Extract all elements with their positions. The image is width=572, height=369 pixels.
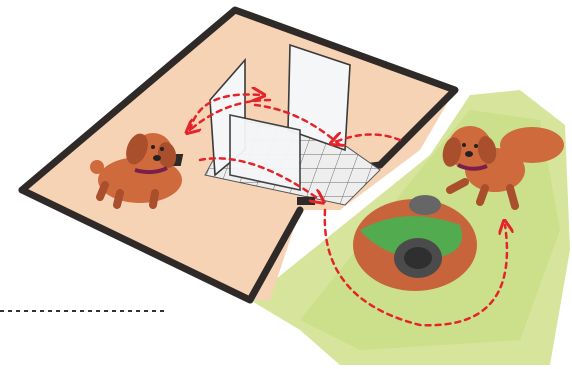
gate-base-right [297, 197, 315, 205]
